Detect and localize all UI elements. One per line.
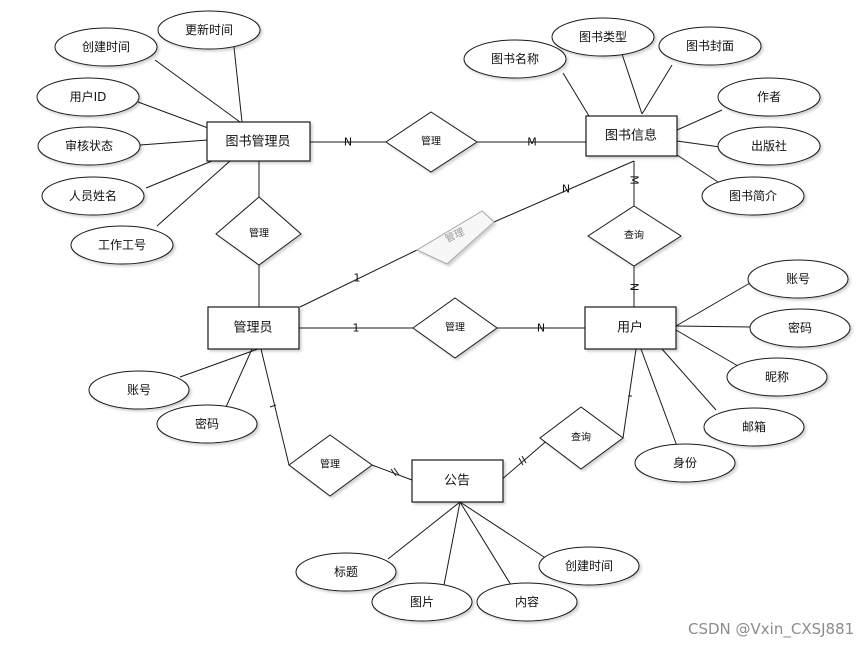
relation-query-notice-label: 查询 [571,431,591,444]
entity-book-info[interactable]: 图书信息 [585,115,678,157]
attr-user-identity-label: 身份 [673,455,697,470]
relation-manage-user[interactable]: 管理 [412,297,498,359]
cardinality-labels: N M N M 1 N 1 N [344,136,641,335]
attr-admin-account[interactable]: 账号 [88,370,190,410]
attr-book-intro-label: 图书简介 [729,189,777,203]
attr-create-time[interactable]: 创建时间 [54,27,158,67]
attr-book-name-label: 图书名称 [491,51,539,66]
attr-user-email[interactable]: 邮箱 [703,407,805,447]
attr-user-identity[interactable]: 身份 [634,443,736,483]
attr-work-number-label: 工作工号 [98,238,146,252]
attr-user-nickname[interactable]: 昵称 [726,357,828,397]
relation-manage-notice[interactable]: 管理 [288,434,373,497]
cardinality-marks [269,395,632,477]
attr-author[interactable]: 作者 [717,77,821,117]
attr-user-nickname-label: 昵称 [765,370,789,384]
entity-administrator-label: 管理员 [233,321,272,336]
attr-author-label: 作者 [757,90,781,104]
relation-query-notice[interactable]: 查询 [539,406,624,470]
attr-notice-create-time[interactable]: 创建时间 [538,546,640,586]
attr-update-time[interactable]: 更新时间 [157,10,261,50]
attr-book-name[interactable]: 图书名称 [463,39,567,79]
relation-manage-book-label: 管理 [421,135,441,148]
attr-create-time-label: 创建时间 [82,40,130,54]
card-admin-to-user: 1 [353,322,360,335]
card-book-admin-manage: N [344,136,352,149]
card-user-query: N [628,283,641,291]
attr-admin-account-label: 账号 [127,383,151,397]
connector-lines [137,46,751,586]
entity-user-label: 用户 [617,320,643,336]
relation-manage-book[interactable]: 管理 [385,111,478,173]
entity-book-admin-label: 图书管理员 [225,135,290,150]
relation-manage-notice-label: 管理 [320,458,340,471]
relation-query-book[interactable]: 查询 [587,205,682,267]
attr-review-status[interactable]: 审核状态 [37,126,141,166]
attr-work-number[interactable]: 工作工号 [70,225,174,265]
attr-staff-name[interactable]: 人员姓名 [41,176,145,216]
attr-book-type[interactable]: 图书类型 [551,17,655,57]
entity-book-info-label: 图书信息 [605,128,657,144]
watermark: CSDN @Vxin_CXSJ881 [688,620,854,639]
attr-notice-image[interactable]: 图片 [371,582,473,622]
attr-user-email-label: 邮箱 [742,419,766,434]
relation-manage-staff-label: 管理 [249,227,269,240]
attr-publisher-label: 出版社 [751,138,787,153]
attr-update-time-label: 更新时间 [185,22,233,37]
card-admin-to-book-info: 1 [354,272,361,285]
relation-query-book-label: 查询 [624,229,644,242]
attr-review-status-label: 审核状态 [65,138,113,153]
attr-notice-title[interactable]: 标题 [295,552,397,592]
entity-book-admin[interactable]: 图书管理员 [206,121,311,162]
entity-notice-label: 公告 [444,474,470,489]
entity-administrator[interactable]: 管理员 [207,306,300,350]
card-user-from-admin: N [537,322,545,335]
relation-manage-book-info[interactable]: 管理 [415,210,495,265]
attr-admin-password[interactable]: 密码 [156,404,258,444]
entity-user[interactable]: 用户 [584,306,677,350]
attr-notice-image-label: 图片 [410,595,434,609]
attr-user-password[interactable]: 密码 [749,308,851,348]
card-book-info-from-admin: N [562,183,570,196]
attr-admin-password-label: 密码 [195,416,219,431]
attr-notice-create-time-label: 创建时间 [565,559,613,573]
attr-user-id[interactable]: 用户ID [36,77,140,117]
attr-book-type-label: 图书类型 [579,30,627,44]
attr-book-cover-label: 图书封面 [686,39,734,53]
attr-user-account[interactable]: 账号 [747,259,849,299]
relation-manage-user-label: 管理 [445,321,465,334]
attr-book-cover[interactable]: 图书封面 [658,26,762,66]
attr-user-account-label: 账号 [786,272,810,286]
attr-book-intro[interactable]: 图书简介 [701,176,805,216]
relation-manage-staff[interactable]: 管理 [215,196,302,266]
attr-staff-name-label: 人员姓名 [69,188,117,203]
attr-user-id-label: 用户ID [70,89,107,104]
attr-publisher[interactable]: 出版社 [717,126,821,166]
attr-notice-title-label: 标题 [334,565,358,579]
attr-notice-content[interactable]: 内容 [476,582,578,622]
attr-notice-content-label: 内容 [515,594,539,609]
card-book-info-query: M [628,175,641,185]
card-book-info-manage: M [527,136,537,149]
attr-user-password-label: 密码 [788,320,812,335]
entity-notice[interactable]: 公告 [411,459,504,503]
